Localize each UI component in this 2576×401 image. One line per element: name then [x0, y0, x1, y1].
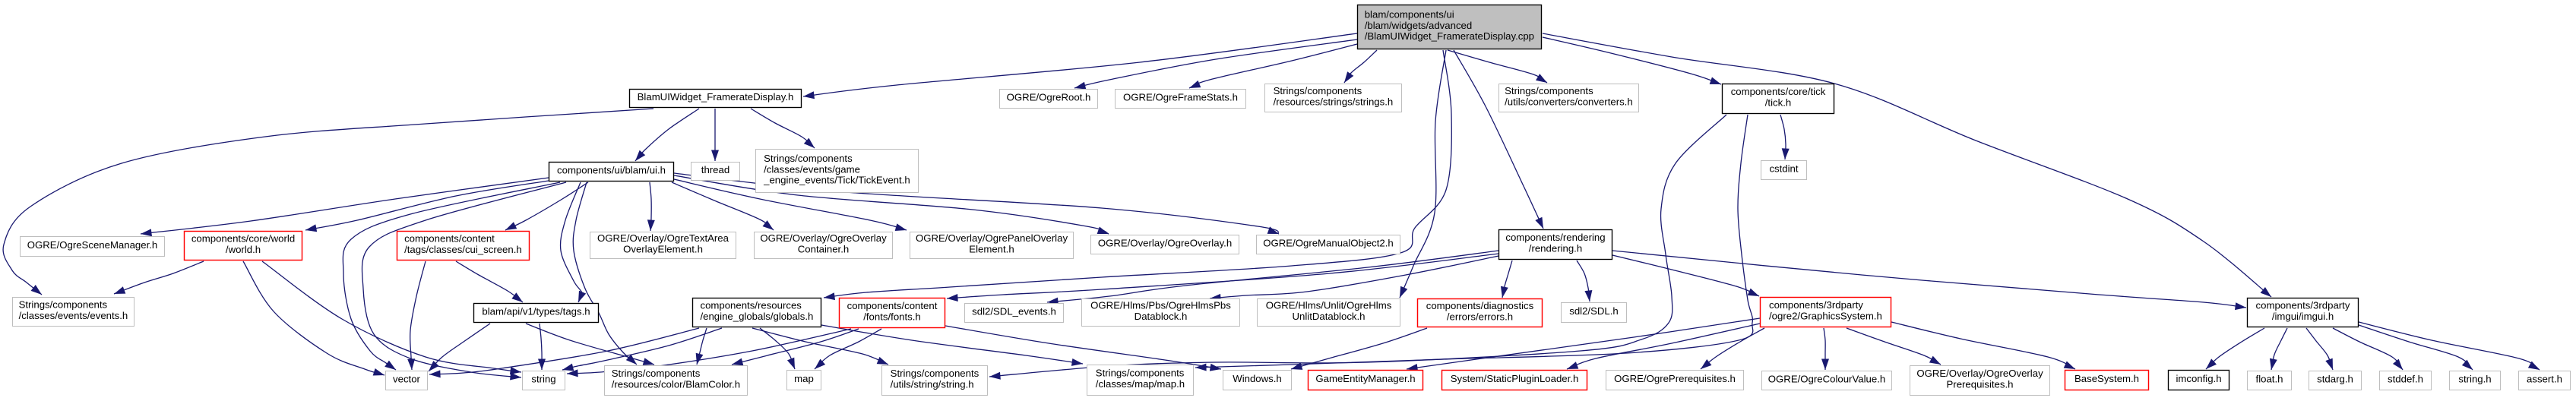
svg-text:OGRE/OgreRoot.h: OGRE/OgreRoot.h	[1007, 91, 1091, 103]
svg-text:OGRE/OgrePrerequisites.h: OGRE/OgrePrerequisites.h	[1614, 373, 1736, 384]
svg-text:/classes/map/map.h: /classes/map/map.h	[1096, 378, 1185, 390]
svg-text:imconfig.h: imconfig.h	[2176, 373, 2221, 384]
svg-text:OverlayElement.h: OverlayElement.h	[623, 243, 703, 254]
svg-text:/utils/string/string.h: /utils/string/string.h	[891, 378, 974, 390]
svg-text:/classes/events/events.h: /classes/events/events.h	[19, 310, 128, 321]
svg-text:System/StaticPluginLoader.h: System/StaticPluginLoader.h	[1451, 373, 1579, 384]
svg-text:/resources/color/BlamColor.h: /resources/color/BlamColor.h	[612, 378, 740, 390]
svg-text:string: string	[531, 373, 555, 384]
svg-text:/classes/events/game: /classes/events/game	[764, 163, 860, 175]
svg-text:/tick.h: /tick.h	[1765, 96, 1791, 108]
svg-text:Container.h: Container.h	[798, 243, 849, 254]
svg-text:OGRE/Overlay/OgreTextArea: OGRE/Overlay/OgreTextArea	[597, 232, 729, 244]
svg-text:Prerequisites.h: Prerequisites.h	[1947, 378, 2014, 390]
svg-text:float.h: float.h	[2256, 373, 2283, 384]
svg-text:vector: vector	[393, 373, 421, 384]
svg-text:/fonts/fonts.h: /fonts/fonts.h	[863, 311, 921, 322]
svg-text:OGRE/OgreManualObject2.h: OGRE/OgreManualObject2.h	[1263, 237, 1394, 248]
svg-text:OGRE/Overlay/OgreOverlay: OGRE/Overlay/OgreOverlay	[760, 232, 887, 244]
svg-text:sdl2/SDL.h: sdl2/SDL.h	[1569, 305, 1619, 317]
svg-text:OGRE/Hlms/Unlit/OgreHlms: OGRE/Hlms/Unlit/OgreHlms	[1266, 300, 1392, 311]
svg-text:/ogre2/GraphicsSystem.h: /ogre2/GraphicsSystem.h	[1769, 310, 1882, 321]
svg-text:UnlitDatablock.h: UnlitDatablock.h	[1292, 311, 1365, 322]
svg-text:OGRE/Hlms/Pbs/OgreHlmsPbs: OGRE/Hlms/Pbs/OgreHlmsPbs	[1090, 300, 1231, 311]
svg-text:components/resources: components/resources	[700, 300, 802, 311]
svg-text:sdl2/SDL_events.h: sdl2/SDL_events.h	[972, 305, 1056, 317]
svg-text:/rendering.h: /rendering.h	[1529, 242, 1582, 254]
svg-text:/BlamUIWidget_FramerateDisplay: /BlamUIWidget_FramerateDisplay.cpp	[1365, 30, 1534, 42]
svg-text:/tags/classes/cui_screen.h: /tags/classes/cui_screen.h	[404, 244, 522, 255]
svg-text:/world.h: /world.h	[226, 244, 261, 255]
svg-text:Windows.h: Windows.h	[1233, 373, 1282, 384]
svg-text:Strings/components: Strings/components	[764, 153, 853, 164]
svg-text:components/ui/blam/ui.h: components/ui/blam/ui.h	[557, 164, 666, 175]
svg-text:Element.h: Element.h	[969, 243, 1014, 254]
svg-text:OGRE/OgreFrameStats.h: OGRE/OgreFrameStats.h	[1123, 91, 1238, 103]
svg-text:GameEntityManager.h: GameEntityManager.h	[1315, 373, 1415, 384]
svg-text:/blam/widgets/advanced: /blam/widgets/advanced	[1365, 20, 1472, 31]
svg-text:/resources/strings/strings.h: /resources/strings/strings.h	[1274, 96, 1394, 107]
svg-text:/utils/converters/converters.h: /utils/converters/converters.h	[1505, 96, 1633, 107]
svg-text:stdarg.h: stdarg.h	[2317, 373, 2353, 384]
svg-text:Strings/components: Strings/components	[1096, 368, 1185, 379]
svg-text:BaseSystem.h: BaseSystem.h	[2074, 373, 2139, 384]
svg-text:Strings/components: Strings/components	[19, 299, 108, 311]
svg-text:/errors/errors.h: /errors/errors.h	[1447, 311, 1513, 322]
svg-text:components/content: components/content	[404, 233, 495, 245]
svg-text:Strings/components: Strings/components	[1274, 85, 1362, 96]
svg-text:_engine_events/Tick/TickEvent.: _engine_events/Tick/TickEvent.h	[763, 175, 910, 186]
svg-text:/imgui/imgui.h: /imgui/imgui.h	[2272, 311, 2334, 322]
svg-text:string.h: string.h	[2458, 373, 2491, 384]
svg-text:OGRE/Overlay/OgreOverlay.h: OGRE/Overlay/OgreOverlay.h	[1098, 237, 1232, 248]
svg-text:OGRE/Overlay/OgrePanelOverlay: OGRE/Overlay/OgrePanelOverlay	[916, 232, 1068, 244]
svg-text:Strings/components: Strings/components	[612, 368, 701, 379]
svg-text:stddef.h: stddef.h	[2388, 373, 2423, 384]
svg-text:map: map	[794, 373, 814, 384]
svg-text:OGRE/OgreColourValue.h: OGRE/OgreColourValue.h	[1768, 373, 1885, 384]
svg-text:components/content: components/content	[847, 300, 938, 311]
svg-text:Strings/components: Strings/components	[891, 368, 979, 379]
svg-text:Datablock.h: Datablock.h	[1135, 311, 1188, 322]
svg-text:blam/components/ui: blam/components/ui	[1365, 9, 1454, 21]
svg-text:components/core/tick: components/core/tick	[1731, 86, 1826, 97]
svg-text:cstdint: cstdint	[1769, 163, 1798, 174]
svg-text:assert.h: assert.h	[2527, 373, 2562, 384]
svg-text:blam/api/v1/types/tags.h: blam/api/v1/types/tags.h	[482, 305, 590, 317]
svg-text:Strings/components: Strings/components	[1505, 85, 1593, 96]
svg-text:components/diagnostics: components/diagnostics	[1426, 300, 1534, 311]
svg-text:OGRE/OgreSceneManager.h: OGRE/OgreSceneManager.h	[27, 239, 158, 251]
svg-text:components/3rdparty: components/3rdparty	[1769, 299, 1863, 311]
svg-text:OGRE/Overlay/OgreOverlay: OGRE/Overlay/OgreOverlay	[1916, 368, 2043, 379]
svg-text:BlamUIWidget_FramerateDisplay.: BlamUIWidget_FramerateDisplay.h	[638, 91, 794, 103]
svg-text:components/3rdparty: components/3rdparty	[2256, 300, 2350, 311]
svg-text:/engine_globals/globals.h: /engine_globals/globals.h	[700, 311, 813, 322]
svg-text:thread: thread	[701, 164, 729, 175]
svg-text:components/core/world: components/core/world	[191, 233, 295, 245]
svg-text:components/rendering: components/rendering	[1505, 232, 1605, 243]
